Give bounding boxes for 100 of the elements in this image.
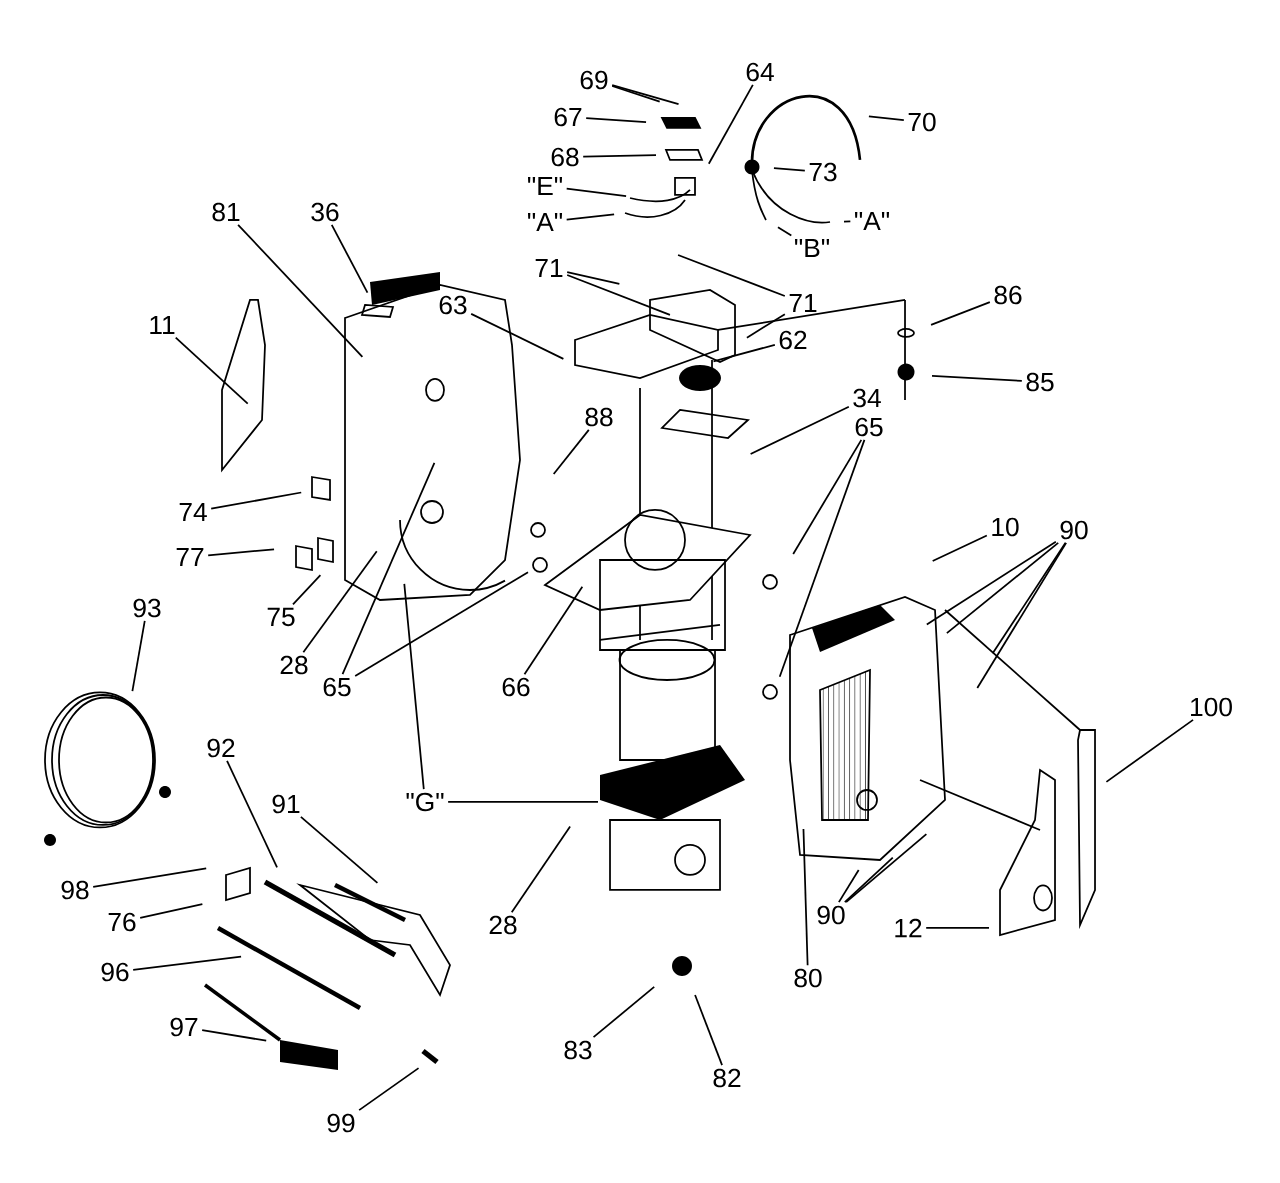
leader-line: [131, 619, 146, 693]
callout-number: 71: [789, 293, 817, 313]
callout-number: 62: [779, 330, 807, 350]
leader-line: [139, 903, 204, 919]
leader-line: [237, 223, 364, 358]
leader-line: [565, 213, 615, 221]
callout-number: 74: [179, 502, 207, 522]
callout-number: "A": [528, 212, 563, 232]
leader-line: [566, 271, 621, 285]
leader-line: [341, 461, 436, 676]
callout-number: 98: [61, 880, 89, 900]
leader-line: [565, 187, 627, 198]
callout-number: 65: [855, 417, 883, 437]
callout-number: 96: [101, 962, 129, 982]
leader-line: [712, 344, 776, 363]
callout-number: 28: [489, 915, 517, 935]
leader-line: [201, 1029, 268, 1042]
callout-number: 90: [1060, 520, 1088, 540]
callout-number: 28: [280, 655, 308, 675]
leader-line: [330, 223, 369, 294]
callout-number: 86: [994, 285, 1022, 305]
callout-number: 91: [272, 794, 300, 814]
leader-line: [777, 226, 793, 237]
callout-number: 36: [311, 202, 339, 222]
leader-line: [302, 550, 378, 654]
callout-number: 11: [150, 315, 175, 335]
callout-number: 97: [170, 1017, 198, 1037]
callout-number: 67: [554, 107, 582, 127]
leader-line: [976, 541, 1068, 689]
callout-number: 34: [853, 388, 881, 408]
callout-number: 63: [439, 295, 467, 315]
leader-line: [802, 828, 809, 967]
callout-number: 92: [207, 738, 235, 758]
leader-line: [838, 869, 860, 904]
leader-line: [300, 815, 379, 884]
leader-line: [582, 154, 657, 158]
leader-line: [746, 313, 786, 339]
leader-line: [552, 428, 590, 475]
callout-number: 82: [713, 1068, 741, 1088]
leader-line: [403, 583, 425, 791]
callout-number: 12: [895, 918, 922, 938]
leader-line: [292, 574, 322, 606]
leader-line: [611, 84, 680, 105]
callout-number: 68: [551, 147, 579, 167]
leader-line: [991, 541, 1067, 655]
leader-line: [1105, 718, 1194, 783]
callout-number: 69: [580, 70, 608, 90]
leader-line: [226, 759, 278, 869]
leader-line: [447, 801, 599, 803]
callout-number: 80: [794, 968, 822, 988]
leader-line: [694, 994, 723, 1067]
leader-line: [92, 867, 208, 888]
leader-line: [946, 541, 1060, 635]
callout-number: 64: [746, 62, 774, 82]
leader-line: [210, 491, 303, 510]
leader-line: [470, 312, 565, 360]
callout-number: "E": [528, 176, 563, 196]
leader-line: [792, 438, 863, 555]
leader-line: [707, 83, 754, 165]
leader-line: [592, 986, 656, 1039]
callout-number: "G": [406, 792, 444, 812]
callout-number: 100: [1191, 697, 1232, 717]
callout-number: 75: [267, 607, 295, 627]
leader-line: [358, 1067, 420, 1112]
leader-line: [843, 220, 852, 223]
callout-number: "B": [795, 238, 830, 258]
callout-number: 81: [212, 202, 240, 222]
callout-number: 66: [502, 677, 530, 697]
callout-number: 93: [133, 598, 161, 618]
callout-number: 83: [564, 1040, 592, 1060]
callout-number: 76: [108, 912, 136, 932]
leader-line: [773, 167, 806, 172]
leader-line: [523, 585, 584, 676]
callout-number: 71: [535, 258, 563, 278]
leader-line: [510, 825, 571, 914]
callout-number: 10: [992, 517, 1019, 537]
callout-number: 99: [327, 1113, 355, 1133]
callout-number: 65: [323, 677, 351, 697]
callout-number: "A": [855, 211, 890, 231]
leader-line: [868, 115, 905, 121]
callout-number: 77: [176, 547, 204, 567]
leader-line: [611, 85, 661, 103]
leader-line: [174, 336, 249, 405]
leader-line: [931, 534, 988, 562]
callout-number: 88: [585, 407, 613, 427]
leader-line: [132, 955, 242, 971]
leader-line: [925, 540, 1057, 626]
leader-line: [585, 117, 647, 123]
callout-number: 70: [908, 112, 936, 132]
leader-line: [930, 301, 991, 326]
leader-line: [677, 254, 786, 297]
leader-line: [925, 927, 990, 929]
leader-line: [749, 405, 850, 455]
leader-line: [566, 274, 671, 316]
leader-line: [845, 833, 928, 904]
callout-number: 73: [809, 162, 837, 182]
leader-line: [843, 856, 894, 904]
leader-line: [778, 438, 866, 678]
callout-number: 85: [1026, 372, 1054, 392]
leader-line: [931, 374, 1023, 382]
